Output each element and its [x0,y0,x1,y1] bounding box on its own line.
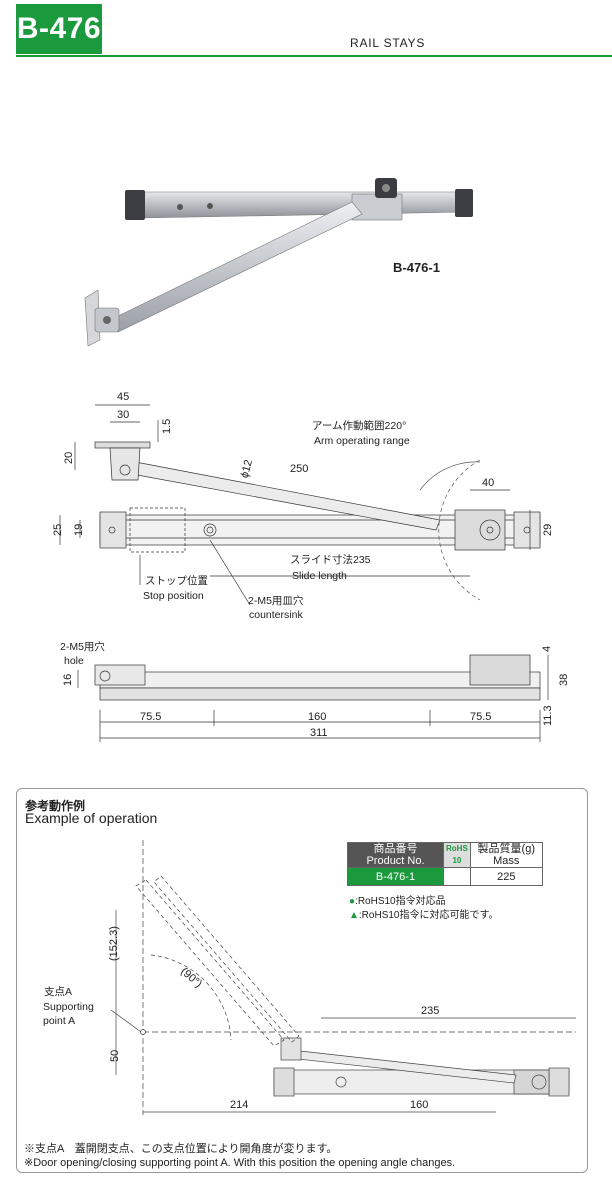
footnote-jp: ※支点A 蓋開閉支点、この支点位置により開角度が変ります。 [24,1143,338,1155]
rohs-sub: 10 [452,856,462,865]
op-dim-235: 235 [421,1005,439,1017]
dim-11-3: 11.3 [542,705,554,726]
table-header-rohs: RoHS 10 [443,842,471,868]
dim-160: 160 [308,711,326,723]
op-dim-50: 50 [109,1050,121,1062]
dim-45: 45 [117,391,129,403]
countersink-label-jp: 2-M5用皿穴 [248,594,304,607]
mass-jp: 製品質量(g) [477,843,535,855]
dim-phi12: ϕ12 [239,458,255,479]
hole-label-jp: 2-M5用穴 [60,640,105,653]
support-point-label-jp: 支点A [44,986,72,998]
product-photo [84,178,473,347]
dim-25: 25 [52,524,64,536]
dim-4: 4 [541,646,553,652]
dim-311: 311 [310,727,328,739]
dim-38: 38 [558,674,570,686]
dim-30: 30 [117,409,129,421]
operation-example-panel [16,788,588,1173]
circle-icon: ● [349,896,356,907]
triangle-icon: ▲ [349,910,359,921]
stop-position-label-jp: ストップ位置 [145,574,208,587]
dim-75-5-right: 75.5 [470,711,491,723]
dim-29: 29 [542,524,554,536]
table-header-mass: 製品質量(g) Mass [469,842,543,868]
dimension-drawing: 45 30 1.5 20 ϕ12 250 40 29 25 19 アーム作動範囲… [52,391,570,742]
footnote-en: ※Door opening/closing supporting point A… [24,1157,456,1169]
slide-length-label-jp: スライド寸法235 [290,553,371,566]
slide-length-label-en: Slide length [292,570,347,582]
op-dim-214: 214 [230,1099,248,1111]
legend-tri-text: :RoHS10指令に対応可能です。 [358,910,499,921]
dim-20: 20 [63,452,75,464]
row-rohs [443,867,471,886]
op-dim-152-3: (152.3) [108,926,120,961]
rohs-legend: ●:RoHS10指令対応品 ▲:RoHS10指令に対応可能です。 [349,895,498,923]
support-point-label-en-2: point A [43,1015,75,1027]
product-no-en: Product No. [366,855,425,867]
dim-250: 250 [290,463,308,475]
header-divider [16,55,612,57]
product-photo-label: B-476-1 [393,260,440,275]
dim-1-5: 1.5 [161,419,173,434]
table-header-product-no: 商品番号 Product No. [347,842,444,868]
dim-40: 40 [482,477,494,489]
legend-dot-text: :RoHS10指令対応品 [355,896,446,907]
op-dim-90-deg: (90°) [178,966,204,991]
row-mass: 225 [469,867,543,886]
arm-range-label-jp: アーム作動範囲220° [312,419,406,432]
stop-position-label-en: Stop position [143,590,204,602]
hole-label-en: hole [64,655,84,667]
mass-en: Mass [493,855,520,867]
product-no-jp: 商品番号 [373,843,418,855]
dim-16: 16 [62,674,74,686]
countersink-label-en: countersink [249,609,303,621]
operation-drawing: (152.3) (90°) 235 50 214 160 支点A Support… [43,840,576,1115]
rohs-label: RoHS [446,844,468,853]
arm-range-label-en: Arm operating range [314,435,410,447]
support-point-label-en-1: Supporting [43,1001,94,1013]
spec-table: 商品番号 Product No. RoHS 10 製品質量(g) Mass B-… [347,842,543,886]
product-code-badge: B-476 [16,4,102,54]
operation-title-en: Example of operation [25,810,158,826]
op-dim-160: 160 [410,1099,428,1111]
page-title: RAIL STAYS [350,36,426,50]
operation-title-jp: 参考動作例 [25,799,86,813]
footnote: ※支点A 蓋開閉支点、この支点位置により開角度が変ります。 ※Door open… [24,1142,455,1170]
dim-75-5-left: 75.5 [140,711,161,723]
dim-19: 19 [73,524,85,536]
table-row: B-476-1 225 [347,867,543,886]
row-product-code: B-476-1 [347,867,444,886]
